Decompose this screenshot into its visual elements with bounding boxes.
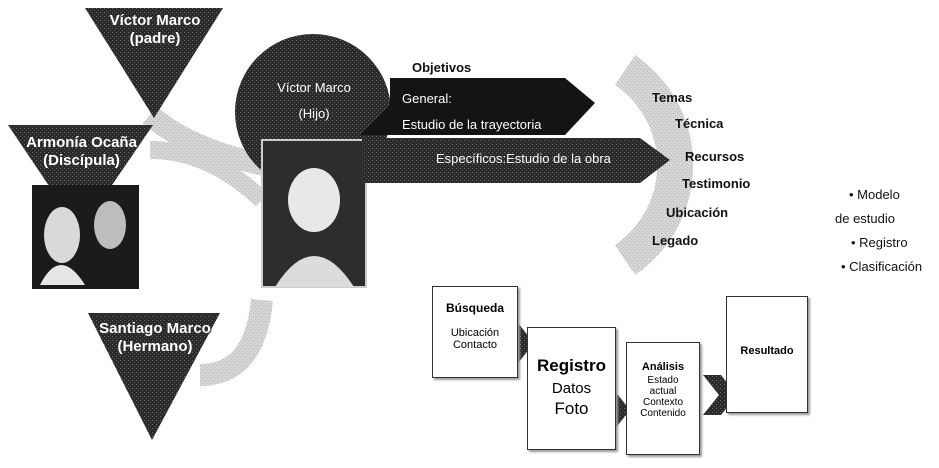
hijo-role: (Hijo) [298,106,330,121]
objetivos-arrow-especificos [362,138,670,183]
objetivos-title: Objetivos [412,60,472,75]
padre-role: (padre) [129,30,181,47]
topics-arc [614,55,694,275]
analisis-line: Contexto [642,397,684,408]
registro-line: Datos [551,380,592,397]
analisis-line: Estado [647,375,679,386]
analisis-line: Contenido [640,408,686,419]
topic-ubicacion: Ubicación [666,205,729,220]
side-list-item: de estudio [835,211,895,226]
topic-temas: Temas [652,90,693,105]
connector-arc-top [142,106,268,176]
side-list-item: • Clasificación [841,259,923,274]
objetivos-arrow-general [360,78,595,135]
registro-line: Foto [554,399,589,418]
discipula-label: Armonía Ocaña (Discípula) [14,134,149,170]
objetivos-general-text: Estudio de la trayectoria [402,117,542,132]
busqueda-line: Ubicación [450,327,500,339]
box-resultado: Resultado [726,296,808,413]
padre-label: Víctor Marco (padre) [100,12,210,48]
busqueda-line: Contacto [452,339,498,351]
side-list: • Modelo de estudio • Registro • Clasifi… [835,183,922,279]
box-busqueda: Búsqueda Ubicación Contacto [432,286,518,378]
discipula-role: (Discípula) [43,152,120,169]
hermano-label: Santiago Marco (Hermano) [85,320,225,356]
hermano-name: Santiago Marco [99,320,211,337]
connector-arc-bottom [199,298,273,386]
busqueda-title: Búsqueda [445,301,504,315]
box-analisis: Análisis Estado actual Contexto Contenid… [626,342,700,455]
topic-recursos: Recursos [685,149,745,164]
discipula-name: Armonía Ocaña [26,134,137,151]
topic-testimonio: Testimonio [682,176,751,191]
side-list-item: • Registro [851,235,908,250]
hijo-name: Víctor Marco [277,80,351,95]
connector-arc-mid [149,141,269,207]
analisis-line: actual [649,386,677,397]
topic-tecnica: Técnica [675,116,724,131]
padre-name: Víctor Marco [109,12,201,29]
objetivos-especificos-text: Específicos:Estudio de la obra [436,151,611,166]
objetivos-general-label: General: [402,91,452,106]
analisis-title: Análisis [641,361,685,373]
hermano-role: (Hermano) [117,338,193,355]
triangle-hermano [88,313,220,440]
box-registro: Registro Datos Foto [527,327,616,450]
topic-legado: Legado [652,233,699,248]
triangle-discipula [8,125,153,232]
resultado-title: Resultado [740,345,794,357]
side-list-item: • Modelo [849,187,900,202]
registro-title: Registro [537,356,606,375]
triangle-padre [85,8,223,118]
